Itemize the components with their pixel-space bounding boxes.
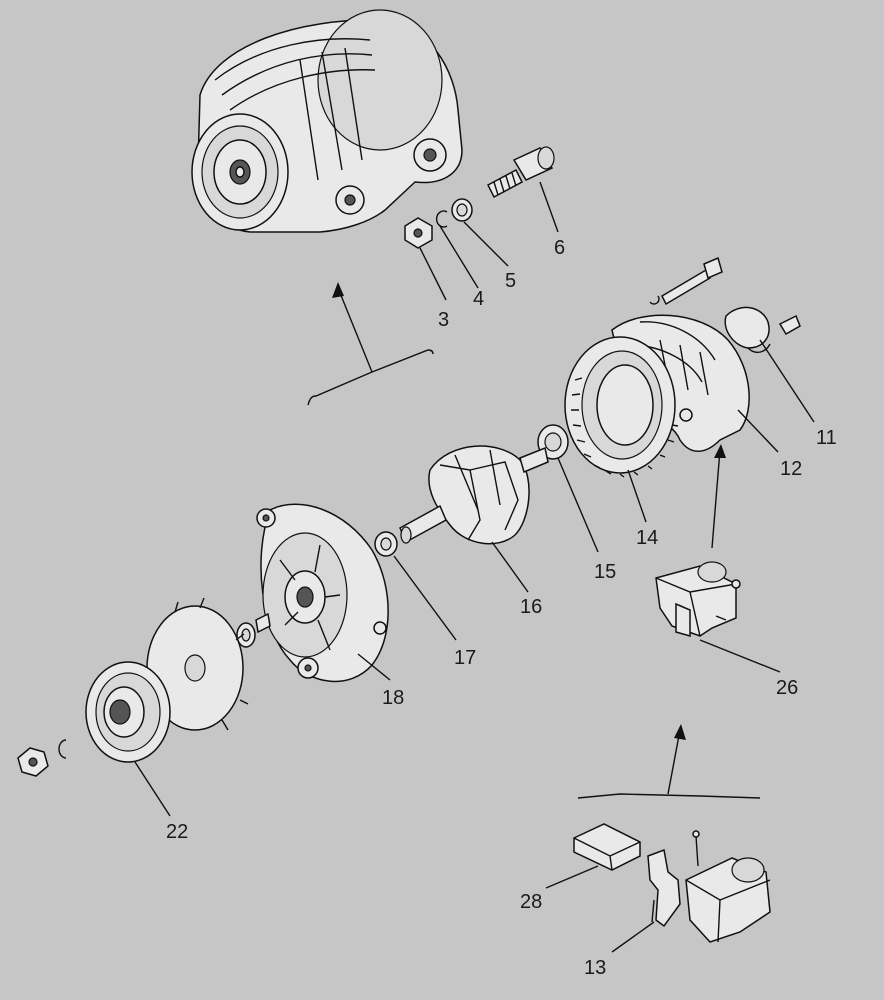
callout-3: 3 (438, 309, 449, 331)
ic-regulator (573, 823, 641, 871)
regulator-housing-sub (685, 830, 771, 943)
terminal-bolt (487, 146, 555, 199)
callout-12: 12 (780, 458, 802, 480)
callout-18: 18 (382, 687, 404, 709)
through-bolt (649, 256, 723, 306)
pulley-nut (17, 739, 67, 777)
callout-11: 11 (816, 427, 837, 449)
callout-15: 15 (594, 561, 616, 583)
nut-and-washers (404, 198, 473, 249)
callout-17: 17 (454, 647, 476, 669)
stator (564, 336, 679, 478)
front-housing (256, 503, 389, 683)
regulator-brush-holder (655, 561, 741, 637)
end-cover (724, 306, 801, 354)
callout-5: 5 (505, 270, 516, 292)
assembly-arrow-regulator (711, 444, 726, 549)
front-spacer (374, 531, 398, 557)
assembly-arrow-bottom (577, 724, 761, 799)
callout-26: 26 (776, 677, 798, 699)
callout-28: 28 (520, 891, 542, 913)
callout-14: 14 (636, 527, 658, 549)
alternator-assembly (191, 9, 463, 233)
callout-13: 13 (584, 957, 606, 979)
assembly-arrow-top (307, 282, 434, 406)
drive-pulley (85, 661, 171, 763)
callout-6: 6 (554, 237, 565, 259)
brush-assembly (647, 848, 681, 928)
callout-4: 4 (473, 288, 484, 310)
rotor (399, 445, 549, 545)
collar-and-spacer (236, 612, 271, 648)
callout-22: 22 (166, 821, 188, 843)
callout-16: 16 (520, 596, 542, 618)
